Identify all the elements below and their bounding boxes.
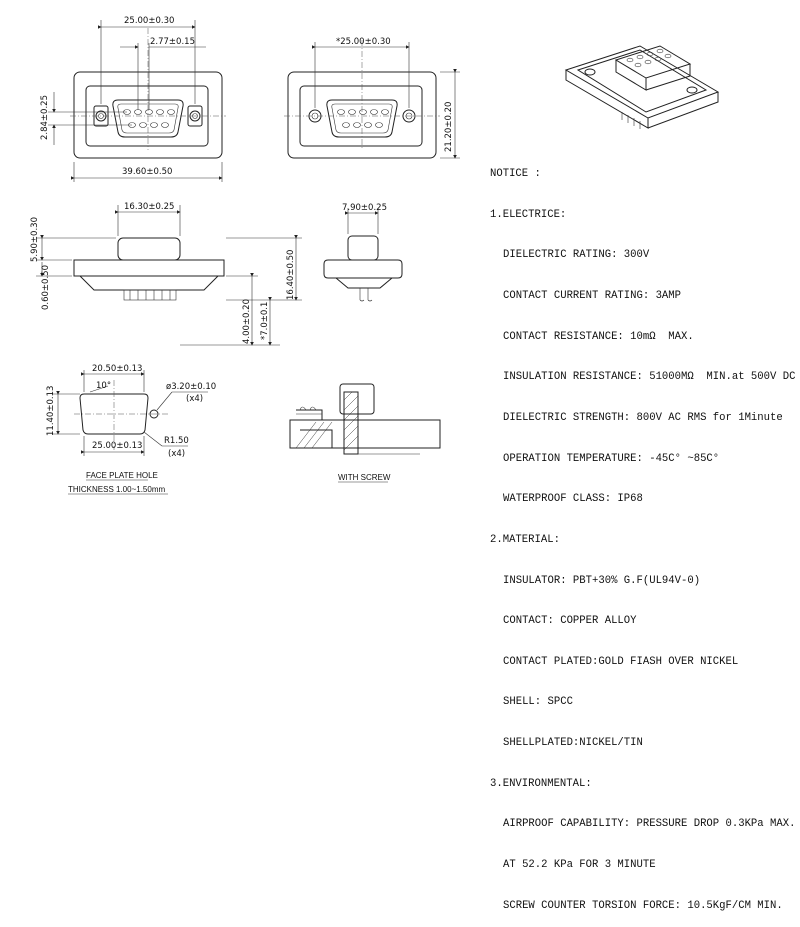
section-heading: 3.ENVIRONMENTAL:	[490, 777, 592, 790]
caption-with-screw: WITH SCREW	[338, 473, 391, 482]
face-plate-hole: 20.50±0.13 10° ø3.20±0.10 (x4) 11.40±0.1…	[46, 364, 216, 495]
dim-height-right: 21.20±0.20	[444, 102, 454, 152]
front-view-left: 25.00±0.30 2.77±0.15 2.84±0.25 39.60±0.5…	[40, 16, 226, 182]
iso-view	[564, 45, 720, 129]
spec-line: WATERPROOF CLASS: IP68	[503, 493, 643, 506]
dim-front-width: 25.00±0.30	[124, 16, 174, 26]
spec-line: DIELECTRIC RATING: 300V	[503, 249, 650, 262]
dim-cutout-bottom: 25.00±0.13	[92, 441, 142, 451]
dim-pin-pitch: 2.77±0.15	[150, 37, 195, 47]
section-heading: 1.ELECTRICE:	[490, 208, 567, 221]
section-with-screw: WITH SCREW	[289, 383, 441, 483]
dim-hole-qty: (x4)	[186, 394, 203, 404]
dim-hole-dia: ø3.20±0.10	[166, 382, 216, 392]
spec-line: CONTACT RESISTANCE: 10mΩ MAX.	[503, 330, 694, 343]
spec-line: SCREW COUNTER TORSION FORCE: 10.5KgF/CM …	[503, 899, 783, 912]
caption-face-plate: FACE PLATE HOLE	[86, 471, 158, 480]
dim-side-height: 16.40±0.50	[286, 250, 296, 300]
dim-height-bottom: 0.60±0.50	[41, 265, 51, 310]
side-view-left: 16.30±0.25 5.90±0.30 0.60±0.50 16.40±0.5…	[30, 202, 302, 346]
dim-side-width: 7.90±0.25	[342, 203, 387, 213]
spec-line: SHELL: SPCC	[503, 696, 573, 709]
spec-line: CONTACT CURRENT RATING: 3AMP	[503, 290, 682, 303]
spec-line: INSULATOR: PBT+30% G.F(UL94V-0)	[503, 574, 701, 587]
dim-screw-width: *25.00±0.30	[336, 37, 391, 47]
spec-line: DIELECTRIC STRENGTH: 800V AC RMS for 1Mi…	[503, 411, 783, 424]
dim-left-offset: 2.84±0.25	[40, 95, 50, 140]
dim-radius: R1.50	[164, 436, 189, 446]
technical-drawing: 25.00±0.30 2.77±0.15 2.84±0.25 39.60±0.5…	[30, 16, 720, 495]
spec-line: AT 52.2 KPa FOR 3 MINUTE	[503, 858, 656, 871]
notice-title: NOTICE :	[490, 168, 541, 181]
spec-line: SHELLPLATED:NICKEL/TIN	[503, 737, 643, 750]
dim-cutout-angle: 10°	[96, 381, 111, 391]
dim-pin-total: *7.0±0.1	[260, 302, 270, 340]
front-view-right: *25.00±0.30 21.20±0.20	[284, 37, 460, 159]
side-view-right: 7.90±0.25	[323, 203, 403, 302]
spec-line: CONTACT: COPPER ALLOY	[503, 615, 637, 628]
dim-overall-width: 39.60±0.50	[122, 167, 172, 177]
section-heading: 2.MATERIAL:	[490, 533, 560, 546]
spec-line: OPERATION TEMPERATURE: -45C° ~85C°	[503, 452, 720, 465]
spec-line: INSULATION RESISTANCE: 51000MΩ MIN.at 50…	[503, 371, 796, 384]
dim-cutout-height: 11.40±0.13	[46, 386, 56, 436]
spec-line: AIRPROOF CAPABILITY: PRESSURE DROP 0.3KP…	[503, 818, 796, 831]
notice-panel: NOTICE : 1.ELECTRICE: DIELECTRIC RATING:…	[490, 141, 795, 927]
dim-cutout-top: 20.50±0.13	[92, 364, 142, 374]
caption-thickness: THICKNESS 1.00~1.50mm	[68, 485, 165, 494]
dim-body-width: 16.30±0.25	[124, 202, 174, 212]
dim-height-top: 5.90±0.30	[30, 217, 40, 262]
dim-radius-qty: (x4)	[168, 449, 185, 459]
spec-line: CONTACT PLATED:GOLD FIASH OVER NICKEL	[503, 655, 739, 668]
dim-pin-length: 4.00±0.20	[242, 299, 252, 344]
